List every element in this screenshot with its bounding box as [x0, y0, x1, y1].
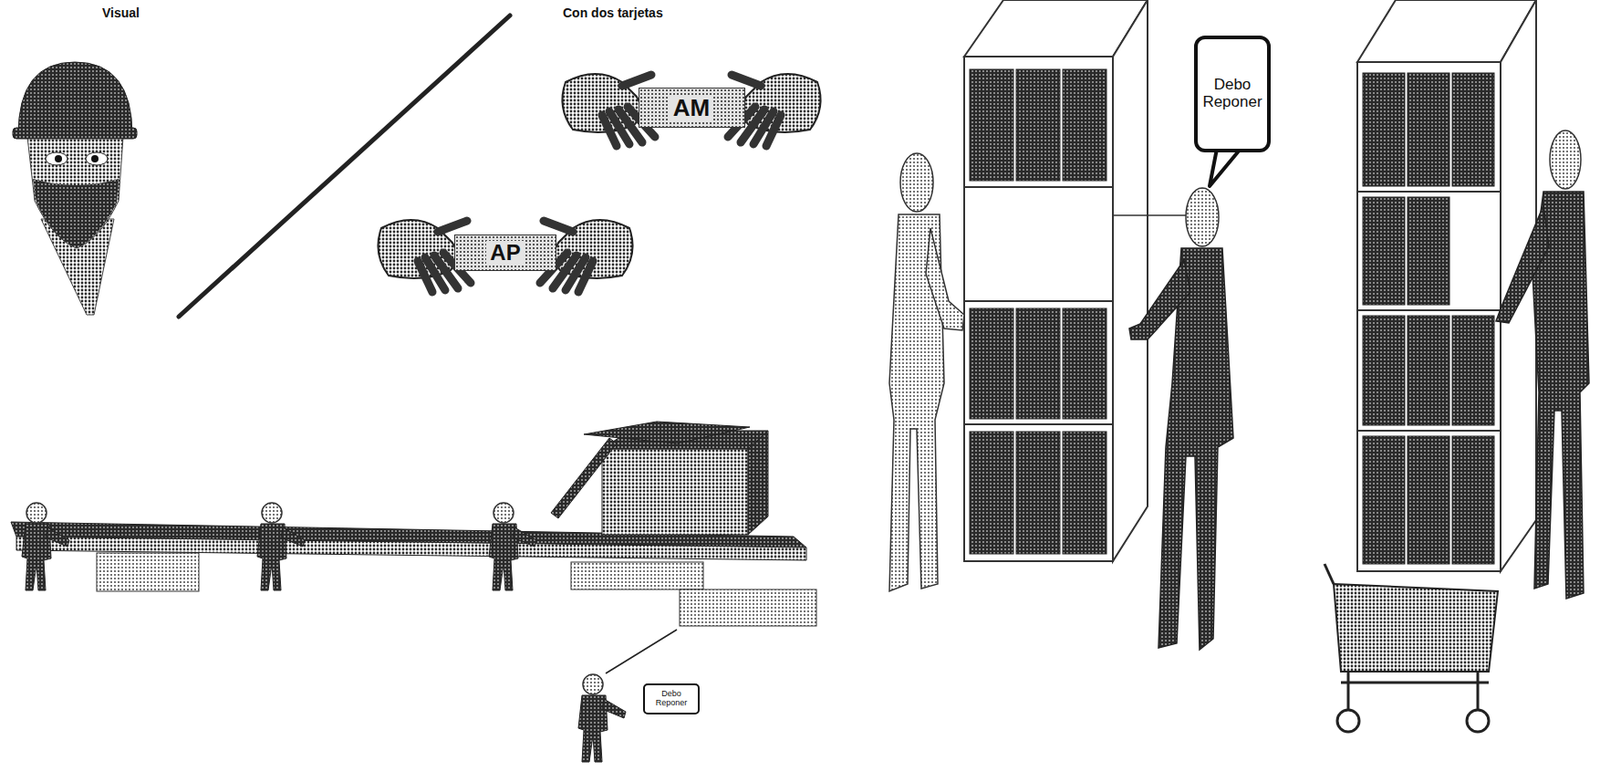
- shelf: [964, 56, 1113, 562]
- leader-line: [1112, 214, 1186, 217]
- shopping-cart: [1324, 563, 1498, 732]
- worker-face: [45, 152, 68, 166]
- leader-line: [605, 629, 677, 674]
- shelf: [1357, 62, 1501, 572]
- shelf: [1362, 436, 1405, 564]
- person-stocker: [1129, 259, 1191, 340]
- divider-line: [178, 15, 510, 317]
- worker-face: [27, 136, 124, 249]
- shelf: [964, 186, 1113, 188]
- person-stocker: [1496, 130, 1590, 599]
- person-customer: [900, 153, 934, 212]
- hand: [377, 73, 821, 292]
- shelf: [964, 300, 1113, 302]
- shopping-cart: [1347, 671, 1351, 710]
- shelf: [964, 0, 1148, 562]
- speech-bubble: Debo Reponer: [643, 683, 700, 715]
- shelf: [964, 423, 1113, 426]
- person-stocker: [1496, 205, 1549, 323]
- shopping-cart: [1333, 583, 1498, 672]
- shelf: [1362, 315, 1405, 426]
- shelf: [1362, 72, 1405, 187]
- machine: [550, 437, 617, 519]
- line-worker: [488, 502, 537, 591]
- bubble-tail: [1209, 148, 1241, 187]
- worker-face: [91, 155, 99, 163]
- section-title: Con dos tarjetas: [562, 5, 664, 21]
- shopping-cart: [1340, 681, 1489, 685]
- conveyor-belt: [10, 521, 817, 626]
- shelf: [1357, 309, 1501, 312]
- shelf: [1062, 69, 1107, 181]
- conveyor-belt: [96, 552, 199, 592]
- card-label: AM: [669, 94, 714, 122]
- shopping-cart: [1324, 563, 1334, 584]
- speech-bubble: Debo Reponer: [1194, 35, 1271, 153]
- shopping-cart: [1476, 671, 1480, 710]
- line-worker: [578, 674, 626, 762]
- shelf: [1357, 429, 1501, 432]
- shelf: [1112, 0, 1148, 562]
- kanban-card: AP: [454, 234, 557, 271]
- bubble-tail: [1209, 148, 1241, 187]
- machine: [748, 430, 769, 535]
- person-stocker: [1549, 130, 1581, 189]
- person-stocker: [1129, 187, 1234, 650]
- shelf: [1452, 72, 1495, 187]
- line-worker: [21, 502, 70, 591]
- worker-face: [12, 127, 137, 139]
- shelf: [1016, 69, 1060, 181]
- line-worker: [21, 502, 626, 762]
- shelf: [1452, 436, 1495, 564]
- shelf: [969, 308, 1014, 419]
- worker-face: [18, 62, 133, 136]
- line-worker: [257, 502, 305, 591]
- shopping-cart: [1466, 709, 1489, 732]
- conveyor-belt: [679, 589, 817, 626]
- worker-face: [32, 178, 119, 249]
- worker-face: [54, 155, 63, 163]
- shelf: [1407, 436, 1450, 564]
- section-title: Visual: [102, 5, 140, 21]
- shelf: [1362, 197, 1405, 305]
- bubble-text: Debo Reponer: [646, 689, 697, 708]
- shelf: [1016, 431, 1060, 554]
- worker-face: [12, 62, 137, 315]
- shopping-cart: [1337, 709, 1360, 732]
- kanban-card: AM: [638, 87, 746, 128]
- person-customer: [925, 228, 965, 331]
- shelf: [1357, 0, 1537, 572]
- machine: [602, 448, 749, 535]
- shelf: [969, 431, 1014, 554]
- shelf: [1452, 315, 1495, 426]
- person-stocker: [1185, 187, 1219, 247]
- worker-face: [85, 152, 108, 166]
- shelf: [1016, 308, 1060, 419]
- shelf: [969, 69, 1014, 181]
- shelf: [1357, 190, 1501, 193]
- shelf: [1062, 308, 1107, 419]
- machine: [550, 421, 769, 535]
- bubble-text: Debo Reponer: [1201, 76, 1264, 111]
- person-customer: [889, 153, 965, 592]
- conveyor-belt: [571, 561, 704, 590]
- card-label: AP: [486, 240, 524, 265]
- shelf: [1062, 431, 1107, 554]
- shelf: [1407, 315, 1450, 426]
- shelf: [1407, 197, 1450, 305]
- shelf: [1407, 72, 1450, 187]
